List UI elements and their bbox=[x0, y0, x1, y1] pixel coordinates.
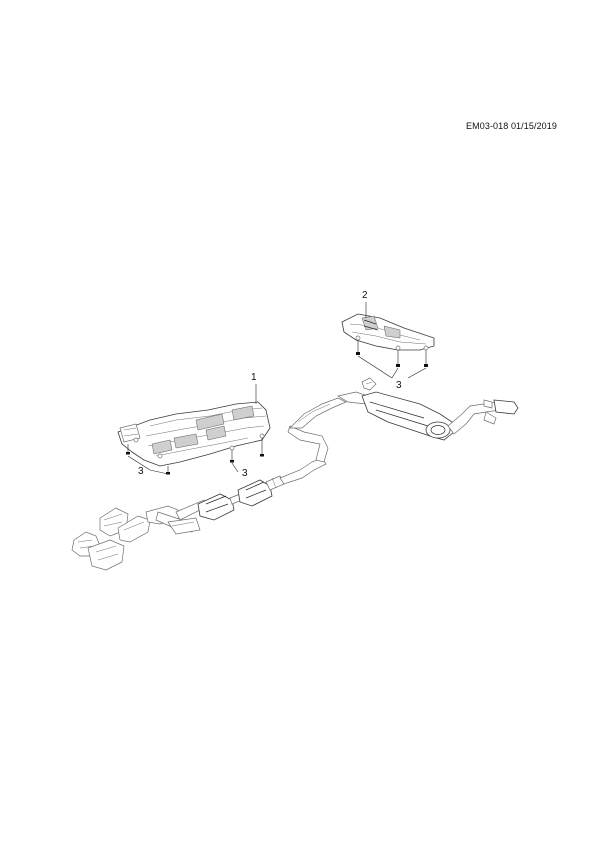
heat-shield-2 bbox=[341, 313, 435, 351]
fastener-front-3 bbox=[230, 450, 234, 463]
callout-3-fastener-front-right: 3 bbox=[242, 468, 248, 479]
reference-code: EM03-018 01/15/2019 bbox=[466, 121, 557, 131]
fastener-rear-1 bbox=[356, 340, 360, 355]
catalytic-converter-1 bbox=[197, 493, 235, 521]
front-catalytic-converter bbox=[71, 507, 151, 571]
fastener-front-2 bbox=[166, 466, 170, 475]
callout-3-fastener-front-left: 3 bbox=[138, 466, 144, 477]
callout-1-heat-shield-front: 1 bbox=[251, 372, 257, 383]
exhaust-system bbox=[71, 377, 519, 571]
callout-2-heat-shield-rear: 2 bbox=[362, 290, 368, 301]
fastener-icon bbox=[126, 340, 428, 475]
fastener-rear-2 bbox=[396, 350, 400, 367]
heat-shield-1 bbox=[117, 401, 271, 467]
fastener-front-4 bbox=[260, 438, 264, 457]
fastener-front-1 bbox=[126, 444, 130, 455]
callout-3-fastener-rear: 3 bbox=[396, 380, 402, 391]
catalytic-converter-2 bbox=[237, 479, 273, 507]
callout-leaders bbox=[127, 302, 427, 475]
fastener-rear-3 bbox=[424, 350, 428, 367]
rear-muffler bbox=[361, 391, 455, 441]
